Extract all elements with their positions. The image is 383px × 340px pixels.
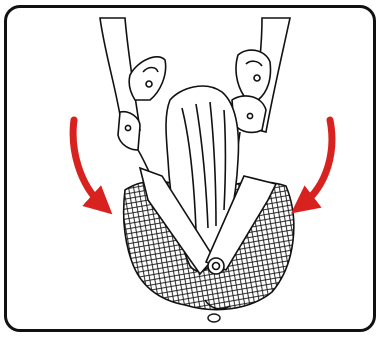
curved-arrow-left-icon [73, 120, 102, 205]
curved-arrow-right-icon [302, 120, 332, 205]
